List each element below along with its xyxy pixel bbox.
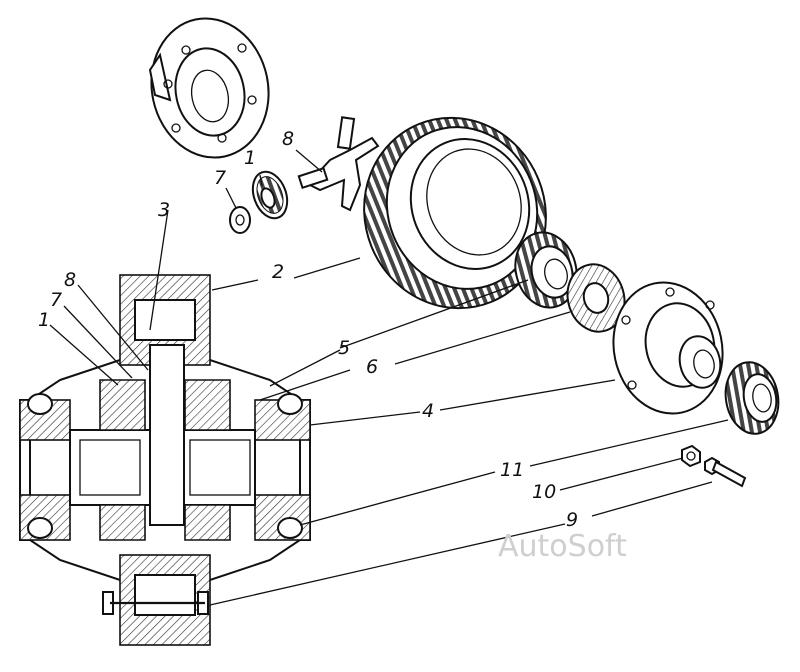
callout-6: 6 bbox=[366, 356, 378, 378]
callout-8-section: 8 bbox=[64, 269, 76, 291]
callout-7-section: 7 bbox=[50, 289, 62, 311]
driven-gear bbox=[363, 116, 547, 310]
side-gear bbox=[514, 231, 578, 309]
differential-case-half-left bbox=[148, 17, 270, 159]
assembly-section-view bbox=[19, 274, 311, 646]
callout-5: 5 bbox=[338, 337, 350, 359]
callout-7-exploded: 7 bbox=[214, 167, 226, 189]
callout-1-section: 1 bbox=[38, 309, 50, 331]
satellite-washer bbox=[229, 206, 251, 234]
leader-lines bbox=[49, 149, 729, 606]
pinion-cross bbox=[297, 116, 380, 212]
nut bbox=[681, 444, 701, 468]
callout-8-exploded: 8 bbox=[282, 128, 294, 150]
watermark: AutoSoft bbox=[498, 529, 627, 564]
bolt bbox=[704, 456, 747, 488]
thrust-washer bbox=[566, 263, 626, 333]
callout-2: 2 bbox=[272, 261, 284, 283]
callout-11: 11 bbox=[500, 459, 524, 481]
callouts: 3 1 7 8 2 5 6 4 11 10 9 8 7 1 bbox=[38, 128, 578, 531]
callout-9: 9 bbox=[566, 509, 578, 531]
callout-4: 4 bbox=[422, 400, 434, 422]
tapered-roller-bearing bbox=[724, 361, 780, 435]
callout-1-exploded: 1 bbox=[244, 147, 256, 169]
callout-10: 10 bbox=[532, 481, 556, 503]
satellite-gear bbox=[251, 170, 289, 220]
callout-3: 3 bbox=[158, 199, 170, 221]
differential-case-half-right bbox=[612, 281, 724, 415]
